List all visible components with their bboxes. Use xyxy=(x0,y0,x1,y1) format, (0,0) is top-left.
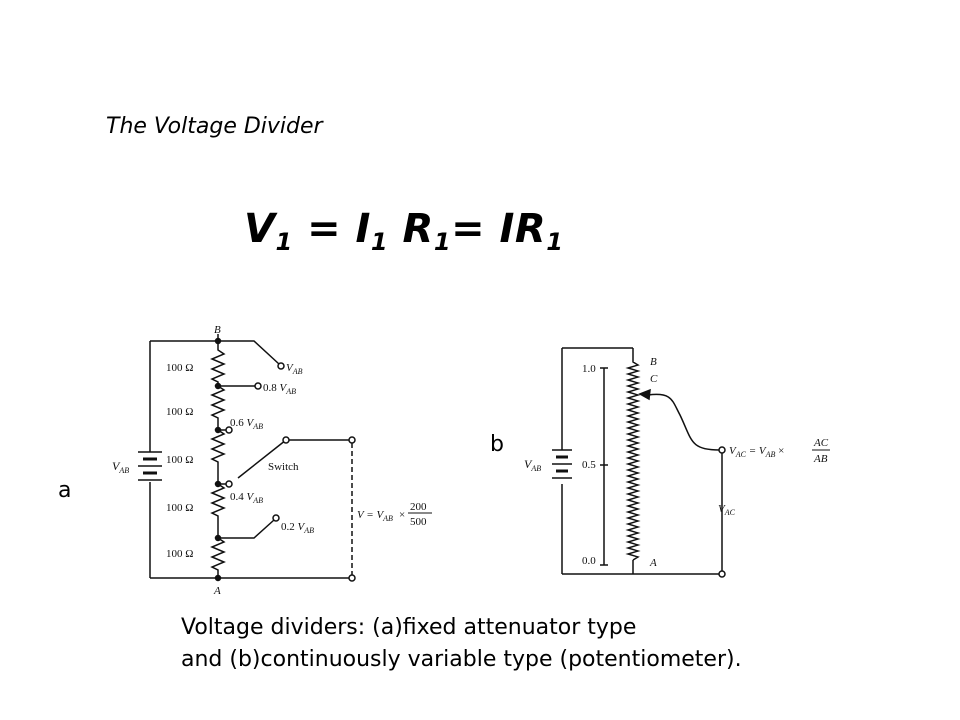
voltage-divider-formula: V1 = I1 R1= IR1 xyxy=(244,206,564,256)
source-label-a: VAB xyxy=(112,459,129,475)
diagram-b xyxy=(552,347,726,578)
junction-dot xyxy=(214,337,222,345)
tap-terminal-1 xyxy=(277,362,285,370)
resistor-label: 100 Ω xyxy=(166,406,193,418)
tap-label-2: 0.8 VAB xyxy=(263,382,296,396)
tap-terminal-5 xyxy=(272,514,280,522)
switch-pivot xyxy=(282,436,290,444)
output-terminal-top-b xyxy=(718,446,726,454)
slide-title: The Voltage Divider xyxy=(106,114,323,139)
tap-label-3: 0.6 VAB xyxy=(230,417,263,431)
resistor-label: 100 Ω xyxy=(166,454,193,466)
junction-dot xyxy=(214,426,222,434)
tap-wire-1 xyxy=(218,340,280,365)
scale-label-top: 1.0 xyxy=(582,363,596,375)
output-equation-a: V = VAB× xyxy=(357,509,405,523)
junction-dot xyxy=(214,574,222,582)
tap-label-4: 0.4 VAB xyxy=(230,491,263,505)
output-fraction-denominator: 500 xyxy=(410,516,427,528)
tap-terminal-3 xyxy=(225,426,233,434)
output-fraction-denominator-b: AB xyxy=(813,453,828,465)
tap-label-5: 0.2 VAB xyxy=(281,521,314,535)
switch-arm xyxy=(237,439,287,479)
node-label-B: B xyxy=(650,356,657,368)
output-fraction-numerator-b: AC xyxy=(813,437,829,449)
figure-caption: Voltage dividers: (a)fixed attenuator ty… xyxy=(181,612,742,676)
caption-line-1: Voltage dividers: (a)fixed attenuator ty… xyxy=(181,615,637,640)
output-terminal-bottom xyxy=(348,574,356,582)
resistor-label: 100 Ω xyxy=(166,362,193,374)
caption-line-2: and (b)continuously variable type (poten… xyxy=(181,647,742,672)
switch-label: Switch xyxy=(268,461,299,473)
diagram-a xyxy=(138,334,356,582)
potentiometer-resistor xyxy=(625,348,641,561)
junction-dot xyxy=(214,534,222,542)
tap-terminal-4 xyxy=(225,480,233,488)
tap-wire-5 xyxy=(218,519,275,539)
output-terminal-top xyxy=(348,436,356,444)
battery-b xyxy=(552,449,572,479)
scale-label-bottom: 0.0 xyxy=(582,555,596,567)
resistor-chain-a xyxy=(210,334,226,578)
output-terminal-bottom-b xyxy=(718,570,726,578)
resistor-label: 100 Ω xyxy=(166,548,193,560)
node-label-a: A xyxy=(213,585,221,597)
junction-dot xyxy=(214,382,222,390)
tap-terminal-2 xyxy=(254,382,262,390)
source-label-b: VAB xyxy=(524,457,541,473)
output-fraction-numerator: 200 xyxy=(410,501,427,513)
figure-label-b: b xyxy=(490,432,504,457)
output-vertical-label-b: VAC xyxy=(718,503,736,517)
battery-a xyxy=(138,451,162,481)
wiper-lead xyxy=(647,393,720,451)
resistor-label: 100 Ω xyxy=(166,502,193,514)
node-label-C: C xyxy=(650,373,658,385)
junction-dot xyxy=(214,480,222,488)
node-label-A-b: A xyxy=(649,557,657,569)
tap-label-1: VAB xyxy=(286,362,303,376)
output-equation-b: VAC = VAB × xyxy=(729,445,784,459)
wiper-arrow xyxy=(638,388,651,401)
figure-label-a: a xyxy=(58,478,72,503)
node-label-b: B xyxy=(214,324,221,336)
scale-label-mid: 0.5 xyxy=(582,459,596,471)
